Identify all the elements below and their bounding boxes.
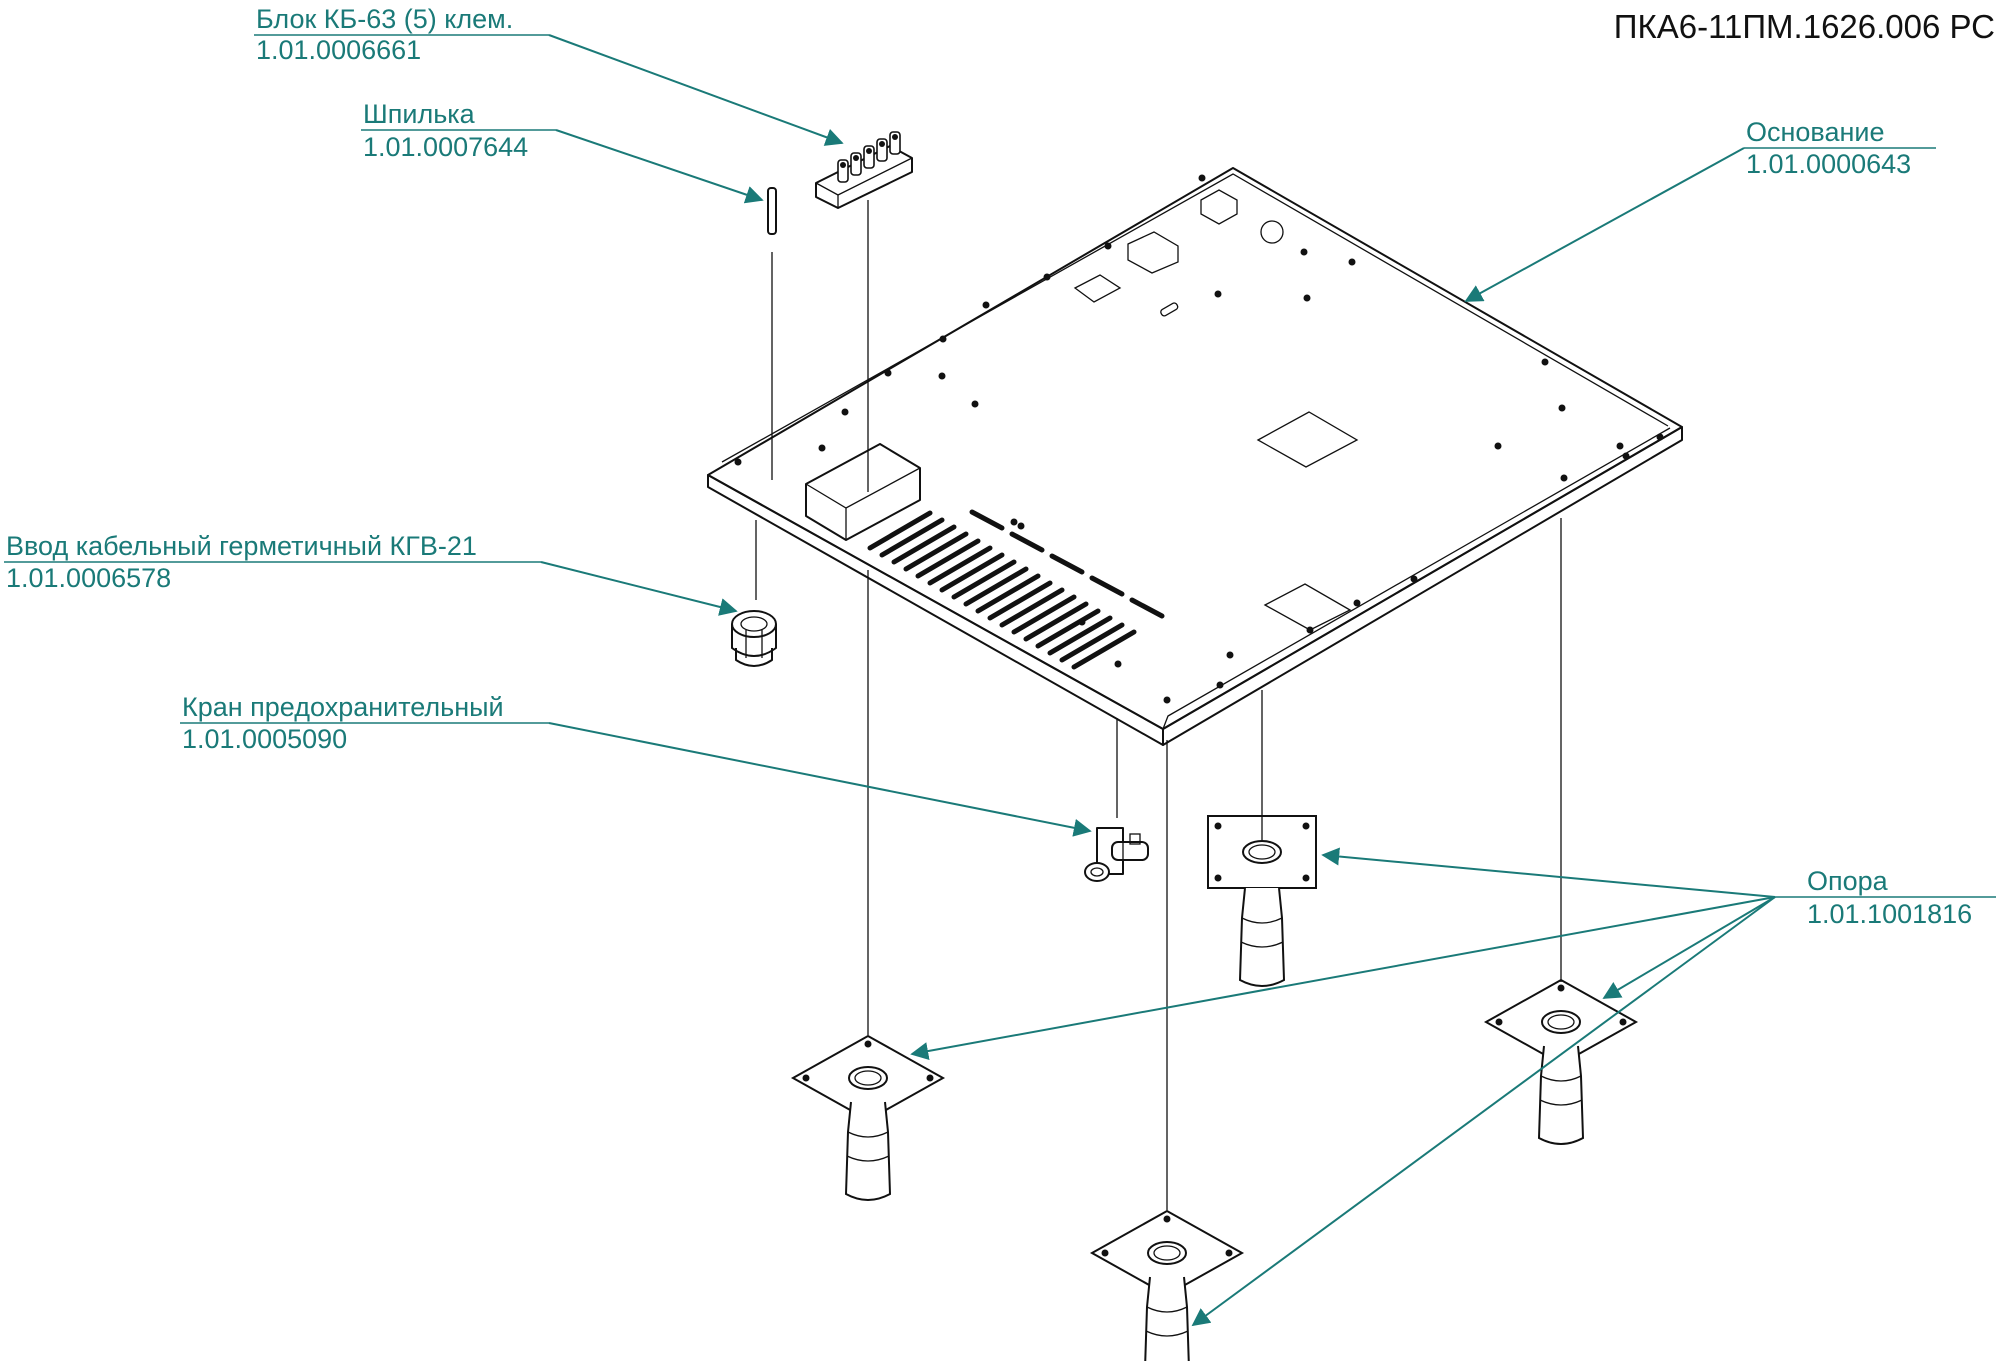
- assembly-lines: [755, 200, 1562, 1210]
- callout-code: 1.01.0007644: [363, 132, 528, 162]
- callout-name: Блок КБ-63 (5) клем.: [256, 4, 513, 34]
- support-foot: [1089, 1209, 1245, 1361]
- safety-valve-part: [1084, 827, 1149, 882]
- callout-name: Ввод кабельный герметичный КГВ-21: [6, 531, 477, 561]
- callout-terminal-block: Блок КБ-63 (5) клем. 1.01.0006661: [254, 4, 844, 146]
- callout-name: Основание: [1746, 117, 1885, 147]
- callout-name: Опора: [1807, 866, 1889, 896]
- support-foot: [1483, 978, 1639, 1145]
- callout-safety-valve: Кран предохранительный 1.01.0005090: [180, 692, 1092, 837]
- callout-base: Основание 1.01.0000643: [1464, 117, 1936, 302]
- callout-stud: Шпилька 1.01.0007644: [361, 99, 764, 204]
- support-feet: [790, 815, 1639, 1361]
- terminal-block-part: [815, 131, 913, 209]
- callout-cable-gland: Ввод кабельный герметичный КГВ-21 1.01.0…: [4, 531, 738, 616]
- stud-part: [767, 187, 777, 235]
- callout-support: Опора 1.01.1001816: [910, 847, 1996, 1327]
- callout-code: 1.01.0000643: [1746, 149, 1911, 179]
- support-foot: [1207, 815, 1317, 987]
- callout-code: 1.01.1001816: [1807, 899, 1972, 929]
- vent-slots: [867, 509, 1165, 670]
- callout-name: Шпилька: [363, 99, 476, 129]
- cable-gland-part: [731, 610, 777, 667]
- callout-name: Кран предохранительный: [182, 692, 504, 722]
- mounting-holes: [734, 174, 1664, 704]
- base-plate: [707, 167, 1683, 746]
- callout-code: 1.01.0006578: [6, 563, 171, 593]
- callout-code: 1.01.0005090: [182, 724, 347, 754]
- support-foot: [790, 1034, 946, 1201]
- document-code: ПКА6-11ПМ.1626.006 РС: [1614, 8, 1995, 45]
- callout-code: 1.01.0006661: [256, 35, 421, 65]
